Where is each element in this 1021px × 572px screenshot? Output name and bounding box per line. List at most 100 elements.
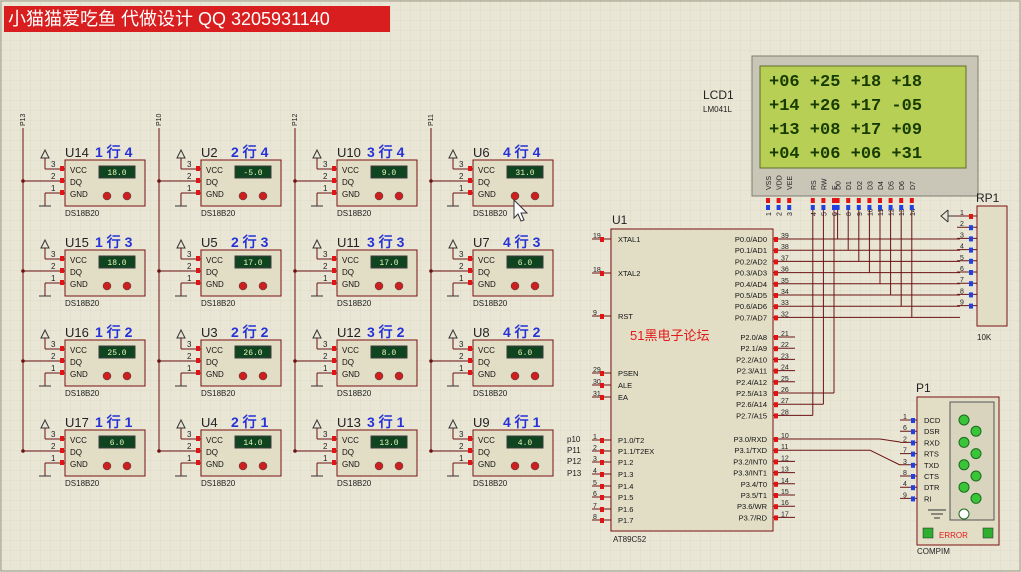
sensor-part: DS18B20 — [473, 389, 508, 398]
decrease-button-icon[interactable] — [510, 371, 520, 381]
decrease-button-icon[interactable] — [102, 461, 112, 471]
sensor-ref: U4 — [201, 415, 218, 430]
decrease-button-icon[interactable] — [510, 191, 520, 201]
decrease-button-icon[interactable] — [102, 191, 112, 201]
increase-button-icon[interactable] — [394, 191, 404, 201]
sensor-pin-number: 3 — [459, 340, 464, 349]
sensor-position-label: 3 行 2 — [367, 324, 405, 340]
increase-button-icon[interactable] — [122, 461, 132, 471]
lcd-pin-name: D0 — [836, 181, 843, 190]
pin-marker — [468, 280, 472, 285]
rp1-pin-number: 9 — [960, 300, 964, 307]
rp1-ref: RP1 — [976, 191, 1000, 205]
sensor-pin-number: 1 — [323, 274, 328, 283]
pin-marker — [787, 205, 792, 210]
sensor-ref: U17 — [65, 415, 89, 430]
pin-marker — [911, 440, 915, 446]
junction-dot — [293, 359, 297, 363]
decrease-button-icon[interactable] — [510, 461, 520, 471]
decrease-button-icon[interactable] — [510, 281, 520, 291]
lcd-pin-rw: RW5 — [821, 178, 828, 216]
sensor-pin-number: 1 — [187, 364, 192, 373]
pin-marker — [60, 178, 64, 183]
lcd-pin-number: 8 — [846, 212, 853, 216]
increase-button-icon[interactable] — [530, 191, 540, 201]
pin-marker — [774, 293, 778, 298]
sensor-temperature: 14.0 — [243, 439, 262, 448]
mcu-pin-name: P0.0/AD0 — [735, 235, 767, 244]
junction-dot — [21, 179, 25, 183]
sensor-vcc-label: VCC — [478, 436, 495, 445]
increase-button-icon[interactable] — [122, 281, 132, 291]
increase-button-icon[interactable] — [258, 461, 268, 471]
mcu-pin-number: 19 — [593, 233, 601, 240]
pin-marker — [600, 507, 604, 512]
sensor-pin-number: 1 — [459, 364, 464, 373]
sensor-ref: U15 — [65, 235, 89, 250]
decrease-button-icon[interactable] — [374, 281, 384, 291]
decrease-button-icon[interactable] — [102, 371, 112, 381]
decrease-button-icon[interactable] — [238, 191, 248, 201]
sensor-vcc-label: VCC — [478, 346, 495, 355]
lcd-module[interactable]: LCD1 LM041L +06 +25 +18 +18+14 +26 +17 -… — [703, 55, 979, 216]
increase-button-icon[interactable] — [258, 191, 268, 201]
bus-label-p12: P12 — [292, 113, 299, 126]
sensor-gnd-label: GND — [206, 280, 224, 289]
increase-button-icon[interactable] — [530, 281, 540, 291]
decrease-button-icon[interactable] — [238, 461, 248, 471]
increase-button-icon[interactable] — [530, 371, 540, 381]
pin-marker — [196, 370, 200, 375]
sensor-pin-number: 2 — [51, 172, 56, 181]
decrease-button-icon[interactable] — [102, 281, 112, 291]
increase-button-icon[interactable] — [258, 281, 268, 291]
sensor-display — [506, 435, 544, 449]
mcu-pin-name: RST — [618, 312, 633, 321]
pin-marker — [787, 198, 792, 203]
decrease-button-icon[interactable] — [374, 191, 384, 201]
lcd-pin-d2: D29 — [856, 181, 864, 216]
sensor-gnd-label: GND — [478, 370, 496, 379]
pin-marker — [911, 462, 915, 468]
sensor-temperature: 13.0 — [379, 439, 398, 448]
sensor-display — [506, 255, 544, 269]
increase-button-icon[interactable] — [394, 281, 404, 291]
increase-button-icon[interactable] — [122, 191, 132, 201]
increase-button-icon[interactable] — [258, 371, 268, 381]
lcd-pin-number: 2 — [777, 212, 784, 216]
sensor-temperature: 6.0 — [110, 439, 125, 448]
sensor-dq-label: DQ — [70, 268, 82, 277]
sensor-vcc-label: VCC — [342, 166, 359, 175]
sensor-pin-number: 1 — [459, 454, 464, 463]
decrease-button-icon[interactable] — [238, 281, 248, 291]
pin-marker — [867, 205, 872, 210]
decrease-button-icon[interactable] — [374, 461, 384, 471]
pin-marker — [776, 205, 781, 210]
mcu-pin-number: 30 — [593, 379, 601, 386]
mcu-pin-name: XTAL2 — [618, 269, 640, 278]
sensor-ref: U13 — [337, 415, 361, 430]
pin-marker — [196, 448, 200, 453]
bus-label-p13: P13 — [20, 113, 27, 126]
increase-button-icon[interactable] — [122, 371, 132, 381]
p1-pin-name: DTR — [924, 483, 940, 492]
pin-marker — [774, 437, 778, 442]
decrease-button-icon[interactable] — [374, 371, 384, 381]
increase-button-icon[interactable] — [394, 371, 404, 381]
rp1-pin-number: 1 — [960, 210, 964, 217]
increase-button-icon[interactable] — [394, 461, 404, 471]
junction-dot — [157, 359, 161, 363]
pin-marker — [911, 485, 915, 491]
increase-button-icon[interactable] — [530, 461, 540, 471]
mcu-pin-number: 9 — [593, 310, 597, 317]
decrease-button-icon[interactable] — [238, 371, 248, 381]
author-banner: 小猫猫爱吃鱼 代做设计 QQ 3205931140 — [4, 6, 390, 32]
